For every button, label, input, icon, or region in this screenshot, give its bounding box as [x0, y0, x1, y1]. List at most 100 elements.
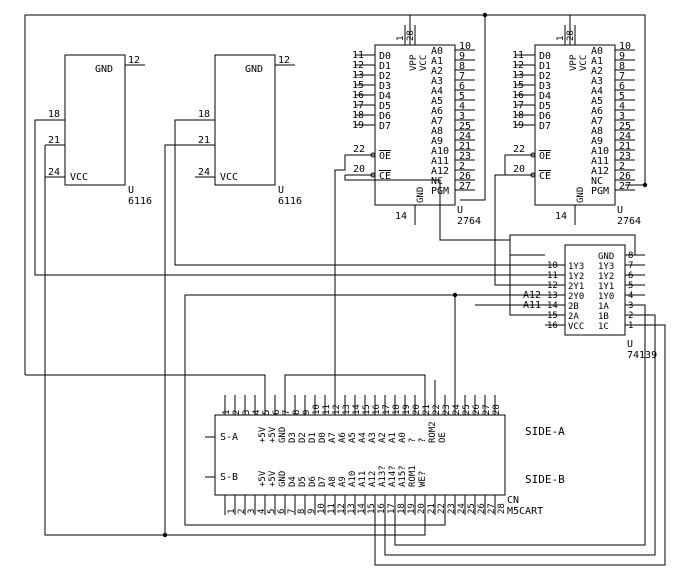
decoder-right-pin-num: 3 [628, 301, 633, 311]
eprom-1-gnd-name: GND [416, 187, 426, 203]
connector-top-pin-num: 2 [232, 410, 242, 415]
connector-bottom-pin-num: 27 [487, 503, 497, 514]
eprom-1-addr-pin-num: 7 [459, 71, 465, 82]
eprom-1-oe-pin-num: 22 [353, 144, 365, 155]
eprom-2-data-pin-num: 11 [512, 50, 524, 61]
decoder-ref: U [627, 339, 633, 350]
decoder-left-pin-name: VCC [568, 322, 584, 332]
sram-2-vcc-label: VCC [220, 172, 238, 183]
eprom-1-addr-pin-name: A8 [431, 126, 443, 137]
eprom-1-data-pin-num: 13 [352, 70, 364, 81]
decoder-body [564, 244, 626, 336]
sram-2-ref: U [278, 185, 284, 196]
decoder-right-pin-num: 4 [628, 291, 633, 301]
eprom-2-data-pin-name: D3 [539, 81, 551, 92]
sram-2-pin-21: 21 [198, 135, 210, 146]
decoder-right-pin-num: 1 [628, 321, 633, 331]
eprom-2-addr-pin-name: A8 [591, 126, 603, 137]
sram-1-pin-21: 21 [48, 135, 60, 146]
eprom-1-addr-pin-name: A12 [431, 166, 449, 177]
decoder-left-pin-num: 14 [547, 301, 558, 311]
connector-side-a-pin-name: A7 [328, 432, 338, 443]
eprom-1-addr-pin-num: 3 [459, 111, 465, 122]
connector-side-a-pin-name: GND [278, 427, 288, 443]
eprom-1-oe-pin-name: OE [379, 151, 391, 162]
decoder-right-pin-name: 1C [598, 322, 609, 332]
eprom-2-top-pin-num: 1 [556, 36, 566, 41]
eprom-1-addr-pin-name: A10 [431, 146, 449, 157]
eprom-2-ce-pin-name: CE [539, 171, 551, 182]
decoder-right-pin-num: 6 [628, 271, 633, 281]
decoder-left-pin-num: 11 [547, 271, 558, 281]
eprom-1-data-pin-name: D4 [379, 91, 391, 102]
connector-side-b-pin-name: A15? [398, 465, 408, 487]
eprom-1-data-pin-name: D6 [379, 111, 391, 122]
sram-1-pin-18: 18 [48, 109, 60, 120]
eprom-2-data-pin-name: D5 [539, 101, 551, 112]
eprom-2-addr-pin-name: A9 [591, 136, 603, 147]
eprom-2-data-pin-num: 15 [512, 80, 524, 91]
eprom-2-ref: U [617, 205, 623, 216]
sram-1: GND 12 18 21 24 VCC U 6116 [45, 54, 152, 207]
connector-bottom-pin-num: 21 [427, 503, 437, 514]
eprom-2-addr-pin-num: 24 [619, 131, 631, 142]
eprom-1-data-pin-name: D3 [379, 81, 391, 92]
eprom-1-addr-pin-num: 26 [459, 171, 471, 182]
connector-side-b-pin-name: A12 [368, 471, 378, 487]
connector-top-pin-num: 27 [482, 404, 492, 415]
eprom-1-addr-pin-num: 10 [459, 41, 471, 52]
decoder-right-pin-name: 1Y1 [598, 282, 614, 292]
decoder-right-pin-num: 2 [628, 311, 633, 321]
wires [24, 12, 666, 566]
connector-side-a-pin-name: A3 [368, 432, 378, 443]
eprom-2-data-pin-num: 19 [512, 120, 524, 131]
eprom-2-part: 2764 [617, 216, 641, 227]
eprom-2-addr-pin-num: 25 [619, 121, 631, 132]
eprom-1-gnd-num: 14 [395, 211, 407, 222]
sram-1-vcc-label: VCC [70, 172, 88, 183]
connector-bottom-pin-num: 28 [497, 503, 507, 514]
eprom-2-data-pin-name: D4 [539, 91, 551, 102]
eprom-2-data-pin-num: 13 [512, 70, 524, 81]
connector-side-a-pin-name: D2 [298, 432, 308, 443]
eprom-2-addr-pin-name: A0 [591, 46, 603, 57]
eprom-2-gnd-name: GND [576, 187, 586, 203]
eprom-2-data-pin-num: 16 [512, 90, 524, 101]
connector-bottom-pin-num: 25 [467, 503, 477, 514]
connector-bottom-pin-num: 19 [407, 503, 417, 514]
connector-side-a-pin-name: D0 [318, 432, 328, 443]
connector-top-pin-num: 8 [292, 410, 302, 415]
eprom-2-gnd-num: 14 [555, 211, 567, 222]
connector-top-pin-num: 28 [492, 404, 502, 415]
eprom-2-addr-pin-num: 5 [619, 91, 625, 102]
eprom-1-addr-pin-name: A3 [431, 76, 443, 87]
connector-side-b-pin-name: GND [278, 471, 288, 487]
decoder-left-pin-name: 1Y3 [568, 262, 584, 272]
eprom-1-addr-pin-num: 8 [459, 61, 465, 72]
connector-bottom-pin-num: 10 [317, 503, 327, 514]
connector-side-b-pin-name: A11 [358, 471, 368, 487]
eprom-2-oe-pin-name: OE [539, 151, 551, 162]
connector-side-a-label: SIDE-A [525, 425, 565, 438]
decoder-part: 74139 [627, 350, 657, 361]
decoder-left-pin-name: 2A [568, 312, 579, 322]
eprom-2-addr-pin-name: A5 [591, 96, 603, 107]
connector-bottom-pin-num: 13 [347, 503, 357, 514]
decoder-left-pin-name: 2Y0 [568, 292, 584, 302]
eprom-1-ce-pin-num: 20 [353, 164, 365, 175]
connector-top-pin-num: 3 [242, 410, 252, 415]
sram-2-pin-gnd: 12 [278, 55, 290, 66]
eprom-1-addr-pin-name: A9 [431, 136, 443, 147]
eprom-1-data-pin-num: 16 [352, 90, 364, 101]
decoder-right-pin-num: 8 [628, 251, 633, 261]
connector-top-pin-num: 11 [322, 404, 332, 415]
sram-2: GND 12 18 21 24 VCC U 6116 [195, 54, 302, 207]
connector-top-pin-num: 25 [462, 404, 472, 415]
connector-side-a-pin-name: A2 [378, 432, 388, 443]
eprom-1-addr-pin-num: 6 [459, 81, 465, 92]
connector-top-pin-num: 26 [472, 404, 482, 415]
eprom-1-top-pin-num: 1 [396, 36, 406, 41]
